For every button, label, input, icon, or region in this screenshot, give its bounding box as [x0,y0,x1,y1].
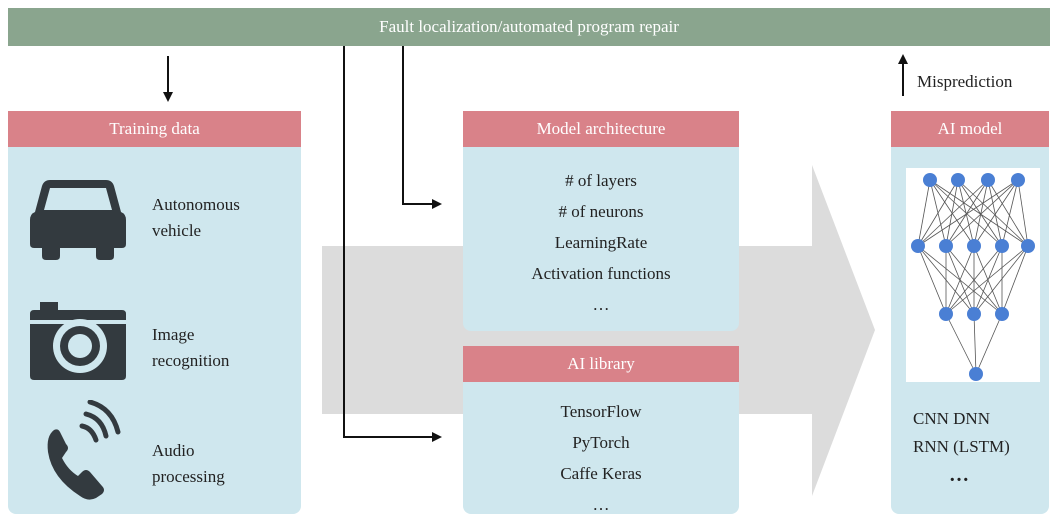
architecture-item: Activation functions [531,264,671,283]
library-item: Caffe Keras [560,464,642,483]
nn-edge [1017,179,1029,247]
nn-node [911,239,925,253]
training-data-header: Training data [8,111,301,147]
training-item-label: vehicle [152,221,202,240]
training-item-label: Autonomous [152,195,240,214]
nn-edge [973,313,977,375]
nn-edge [917,245,947,315]
nn-node [939,239,953,253]
training-item-label: Audio [152,441,195,460]
fault-localization-banner: Fault localization/automated program rep… [8,8,1050,46]
architecture-item: # of neurons [558,202,644,221]
model-architecture-title: Model architecture [536,119,666,138]
camera-icon [30,302,126,380]
model-architecture-panel: # of layers # of neurons LearningRate Ac… [463,147,739,331]
training-item-label: recognition [152,351,230,370]
ai-library-panel: TensorFlow PyTorch Caffe Keras … [463,382,739,514]
training-item-autonomous: Autonomous vehicle [152,192,240,244]
nn-edge [987,179,1029,247]
ai-model-types: CNN DNN RNN (LSTM) … [913,405,1010,489]
model-architecture-header: Model architecture [463,111,739,147]
nn-node [969,367,983,381]
nn-node [939,307,953,321]
nn-edge [945,245,975,315]
model-type-line: RNN (LSTM) [913,437,1010,456]
neural-network-icon [906,168,1040,382]
nn-edge [973,179,1019,247]
arrow-to-ai-library [343,46,442,442]
training-item-label: Image [152,325,195,344]
nn-edge [917,179,931,247]
nn-edge [917,179,1019,247]
nn-node [981,173,995,187]
library-item: … [592,495,610,514]
nn-edge [973,245,1029,315]
nn-edge [957,179,1029,247]
ai-model-header: AI model [891,111,1049,147]
training-data-title: Training data [109,119,200,138]
library-item: PyTorch [572,433,630,452]
nn-node [967,307,981,321]
car-icon [30,180,126,260]
nn-node [1021,239,1035,253]
nn-edge [917,179,989,247]
nn-edge [957,179,1003,247]
phone-icon [47,400,121,500]
nn-edge [945,179,989,247]
nn-node [951,173,965,187]
nn-node [995,239,1009,253]
nn-edge [917,179,959,247]
nn-edge [945,179,1019,247]
nn-edge [975,313,1003,375]
nn-node [967,239,981,253]
nn-edge [987,179,1003,247]
training-item-image: Image recognition [152,322,229,374]
banner-label: Fault localization/automated program rep… [379,17,679,36]
nn-node [1011,173,1025,187]
training-item-audio: Audio processing [152,438,225,490]
nn-edge [945,313,977,375]
nn-edge [973,179,989,247]
arrow-to-model-architecture [402,46,442,209]
architecture-item: # of layers [565,171,637,190]
model-type-ellipsis: … [949,464,969,486]
ai-library-title: AI library [567,354,635,373]
ai-model-title: AI model [937,119,1003,138]
nn-edge [1001,245,1029,315]
misprediction-label: Misprediction [917,72,1013,91]
nn-edge [1001,179,1019,247]
nn-edge [929,179,1029,247]
ai-library-header: AI library [463,346,739,382]
model-type-line: CNN DNN [913,409,990,428]
library-item: TensorFlow [560,402,642,421]
architecture-item: LearningRate [554,233,648,252]
nn-edge [957,179,975,247]
nn-edge [945,179,959,247]
nn-node [995,307,1009,321]
nn-edge [945,245,1003,315]
training-item-label: processing [152,467,225,486]
architecture-item: … [592,295,610,314]
nn-edge [945,245,1029,315]
nn-node [923,173,937,187]
nn-edge [973,245,1003,315]
